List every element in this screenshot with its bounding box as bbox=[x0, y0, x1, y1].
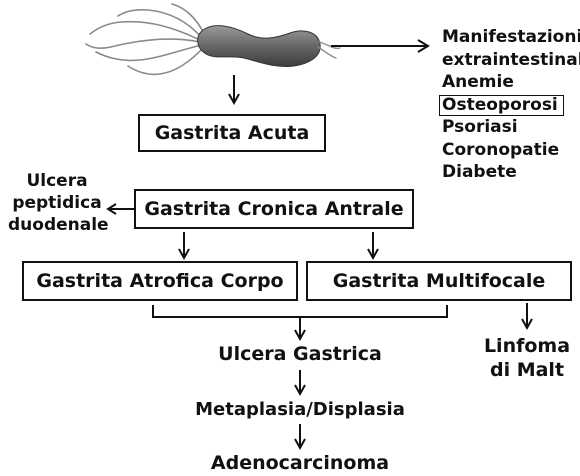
adenocarcinoma-label: Adenocarcinoma bbox=[180, 454, 420, 473]
manifestation-osteoporosi-highlighted: Osteoporosi bbox=[439, 95, 564, 116]
atrophic-body-gastritis-label: Gastrita Atrofica Corpo bbox=[36, 270, 283, 292]
manifestation-anemie: Anemie bbox=[442, 71, 580, 94]
metaplasia-dysplasia-label: Metaplasia/Displasia bbox=[170, 401, 430, 419]
duodenal-ulcer-line-1: Ulcera bbox=[8, 170, 106, 192]
gastric-ulcer-label: Ulcera Gastrica bbox=[180, 345, 420, 364]
manifestation-coronopatie: Coronopatie bbox=[442, 139, 580, 162]
chronic-antral-gastritis-box: Gastrita Cronica Antrale bbox=[134, 189, 414, 229]
chronic-antral-gastritis-label: Gastrita Cronica Antrale bbox=[144, 198, 403, 220]
helicobacter-pylori-bacterium-icon bbox=[86, 4, 340, 74]
malt-lymphoma-line-2: di Malt bbox=[482, 358, 572, 382]
merge-bracket bbox=[153, 305, 447, 317]
acute-gastritis-label: Gastrita Acuta bbox=[155, 122, 310, 144]
duodenal-ulcer-label: Ulcera peptidica duodenale bbox=[8, 170, 106, 236]
malt-lymphoma-line-1: Linfoma bbox=[482, 334, 572, 358]
manifestations-title-line-2: extraintestinali bbox=[442, 49, 580, 72]
manifestations-title-line-1: Manifestazioni bbox=[442, 26, 580, 49]
manifestation-diabete: Diabete bbox=[442, 161, 580, 184]
duodenal-ulcer-line-3: duodenale bbox=[8, 214, 106, 236]
acute-gastritis-box: Gastrita Acuta bbox=[138, 114, 326, 152]
extraintestinal-manifestations-list: Manifestazioni extraintestinali Anemie O… bbox=[442, 26, 580, 184]
manifestation-psoriasi: Psoriasi bbox=[442, 116, 580, 139]
atrophic-body-gastritis-box: Gastrita Atrofica Corpo bbox=[22, 261, 298, 301]
malt-lymphoma-label: Linfoma di Malt bbox=[482, 334, 572, 382]
multifocal-gastritis-box: Gastrita Multifocale bbox=[306, 261, 572, 301]
duodenal-ulcer-line-2: peptidica bbox=[8, 192, 106, 214]
multifocal-gastritis-label: Gastrita Multifocale bbox=[333, 270, 546, 292]
